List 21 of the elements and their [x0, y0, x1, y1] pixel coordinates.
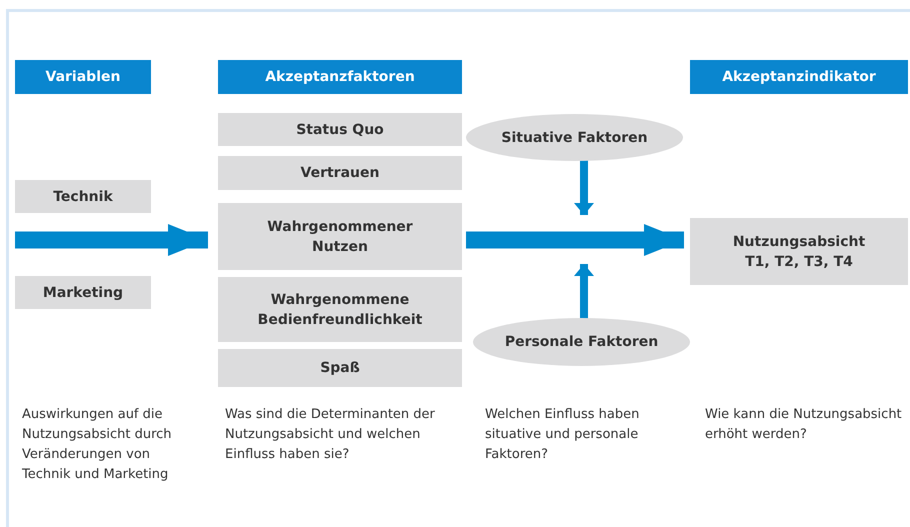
- arrow: [574, 160, 594, 215]
- factor-box: Status Quo: [218, 113, 462, 146]
- arrow: [466, 224, 684, 256]
- factor-box: Marketing: [15, 276, 151, 309]
- question-note: Was sind die Determinanten der Nutzungsabsicht und welchen Einfluss haben sie?: [225, 406, 436, 464]
- factor-box: Spaß: [218, 349, 462, 387]
- factor-box: Technik: [15, 180, 151, 213]
- factor-box: Wahrgenommene Bedienfreundlichkeit: [218, 277, 462, 342]
- question-note: Auswirkungen auf die Nutzungsabsicht durch Veränderungen von Technik und Marketing: [22, 406, 173, 484]
- column-header: Akzeptanzfaktoren: [218, 60, 462, 94]
- question-note: Welchen Einfluss haben situative und personale Faktoren?: [485, 406, 640, 464]
- column-header: Akzeptanzindikator: [690, 60, 908, 94]
- arrow: [15, 224, 208, 256]
- question-note: Wie kann die Nutzungsabsicht erhöht werden?: [705, 406, 903, 444]
- factor-box: Nutzungsabsicht T1, T2, T3, T4: [690, 218, 908, 285]
- factor-box: Wahrgenommener Nutzen: [218, 203, 462, 270]
- arrow: [574, 264, 594, 319]
- factor-box: Vertrauen: [218, 156, 462, 190]
- column-header: Variablen: [15, 60, 151, 94]
- factor-ellipse: Situative Faktoren: [466, 114, 683, 161]
- factor-ellipse: Personale Faktoren: [473, 318, 690, 366]
